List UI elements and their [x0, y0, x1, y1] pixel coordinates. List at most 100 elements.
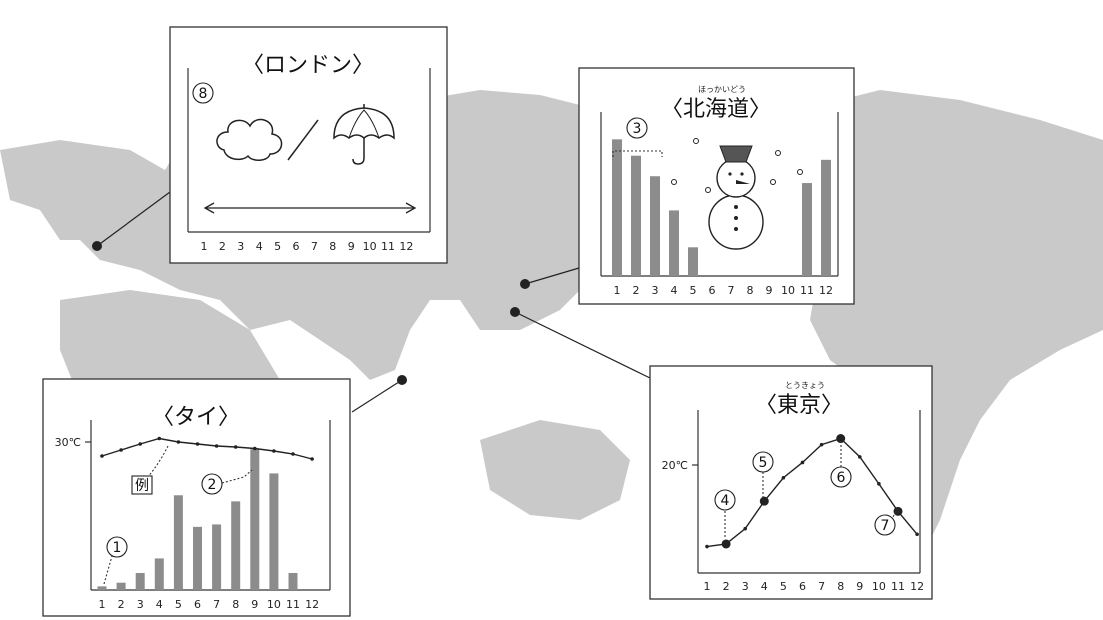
landmass-australia: [480, 420, 630, 520]
leader-line-london: [96, 191, 171, 247]
tokyo-line-point-12: [915, 532, 919, 537]
landmass-americas: [800, 90, 1103, 560]
snowflake-dots: [671, 138, 803, 193]
hokkaido-month-tick-12: 12: [819, 284, 833, 297]
thai-bars: [97, 449, 298, 590]
tokyo-month-tick-5: 5: [780, 580, 787, 593]
thai-line-point-5: [176, 440, 181, 444]
thai-line-point-8: [233, 445, 238, 449]
marker-1-leader: [103, 555, 113, 585]
panel-tokyo-frame: [649, 365, 933, 600]
thai-month-tick-8: 8: [232, 598, 239, 611]
circled-number-6: [830, 466, 852, 488]
hokkaido-bar-5: [688, 247, 698, 276]
thai-bar-7: [212, 524, 222, 590]
thai-month-tick-10: 10: [267, 598, 281, 611]
tokyo-month-tick-7: 7: [818, 580, 825, 593]
hokkaido-month-tick-4: 4: [671, 284, 678, 297]
panel-london-title: 〈ロンドン〉: [242, 53, 374, 78]
tokyo-line-point-6: [800, 460, 805, 465]
thai-month-tick-7: 7: [213, 598, 220, 611]
panel-london-frame: [169, 26, 448, 264]
tokyo-line-path: [706, 437, 918, 548]
year-round-arrow: [203, 202, 417, 214]
london-month-tick-9: 9: [348, 240, 355, 253]
thai-bar-11: [288, 573, 298, 590]
circled-number-7: [874, 514, 896, 536]
thai-month-tick-4: 4: [156, 598, 163, 611]
thai-month-tick-1: 1: [99, 598, 106, 611]
hokkaido-bar-3: [650, 176, 660, 276]
leader-line-thai: [351, 379, 403, 413]
hokkaido-month-tick-6: 6: [709, 284, 716, 297]
tokyo-ytick-20: 20℃: [662, 459, 688, 472]
thai-line-point-9: [253, 446, 257, 451]
circled-number-1: [106, 536, 128, 558]
tokyo-line-point-1: [705, 544, 709, 549]
circled-number-1-label: 1: [113, 540, 122, 556]
thai-line-point-4: [157, 436, 162, 441]
marker-2-leader: [221, 469, 253, 484]
location-dot-london: [92, 241, 102, 251]
circled-number-4-label: 4: [721, 493, 730, 509]
london-month-tick-3: 3: [237, 240, 244, 253]
landmass-britain: [85, 212, 108, 250]
tokyo-month-tick-2: 2: [723, 580, 730, 593]
hokkaido-bar-4: [669, 210, 679, 276]
thai-month-tick-11: 11: [286, 598, 300, 611]
circled-number-6-label: 6: [837, 470, 846, 486]
thai-bar-5: [173, 495, 183, 590]
london-month-tick-4: 4: [256, 240, 263, 253]
hokkaido-bar-12: [821, 159, 831, 276]
hokkaido-bar-11: [802, 183, 812, 276]
tokyo-temperature-line: [705, 434, 919, 549]
thai-month-tick-2: 2: [118, 598, 125, 611]
hokkaido-month-tick-11: 11: [800, 284, 814, 297]
london-month-tick-6: 6: [293, 240, 300, 253]
thai-bar-8: [231, 501, 241, 590]
circled-number-4: [714, 489, 736, 511]
tokyo-month-tick-9: 9: [856, 580, 863, 593]
thai-line-point-12: [310, 457, 314, 461]
thai-bar-6: [193, 526, 202, 590]
thai-bar-4: [154, 558, 164, 590]
tokyo-line-point-9: [858, 455, 862, 459]
thai-line-point-6: [195, 442, 200, 446]
thai-line-path: [101, 437, 313, 460]
tokyo-month-tick-12: 12: [910, 580, 924, 593]
circled-number-3-label: 3: [633, 121, 642, 137]
tokyo-month-tick-3: 3: [742, 580, 749, 593]
circled-number-2: [201, 473, 223, 495]
leader-line-tokyo: [514, 311, 651, 379]
thai-ytick-30: 30℃: [55, 436, 81, 449]
hokkaido-month-tick-7: 7: [728, 284, 735, 297]
london-month-tick-2: 2: [219, 240, 226, 253]
london-month-tick-7: 7: [311, 240, 318, 253]
circled-number-5-label: 5: [759, 455, 768, 471]
thai-bar-3: [135, 573, 145, 590]
circled-number-2-label: 2: [208, 477, 217, 493]
tokyo-line-point-2: [721, 539, 731, 549]
example-leader: [147, 445, 169, 478]
example-box: [131, 475, 153, 495]
hokkaido-month-tick-3: 3: [652, 284, 659, 297]
tokyo-line-point-4: [759, 496, 769, 506]
thai-bar-10: [269, 473, 279, 590]
location-dot-thai: [397, 375, 407, 385]
circled-number-5: [752, 451, 774, 473]
thai-bar-1: [97, 586, 107, 590]
location-dot-tokyo: [510, 307, 520, 317]
tokyo-line-point-10: [877, 482, 881, 486]
tokyo-line-point-8: [836, 434, 846, 444]
circled-number-7-label: 7: [881, 518, 890, 534]
thai-line-point-2: [119, 448, 123, 452]
hokkaido-month-tick-10: 10: [781, 284, 795, 297]
tokyo-month-tick-11: 11: [891, 580, 905, 593]
